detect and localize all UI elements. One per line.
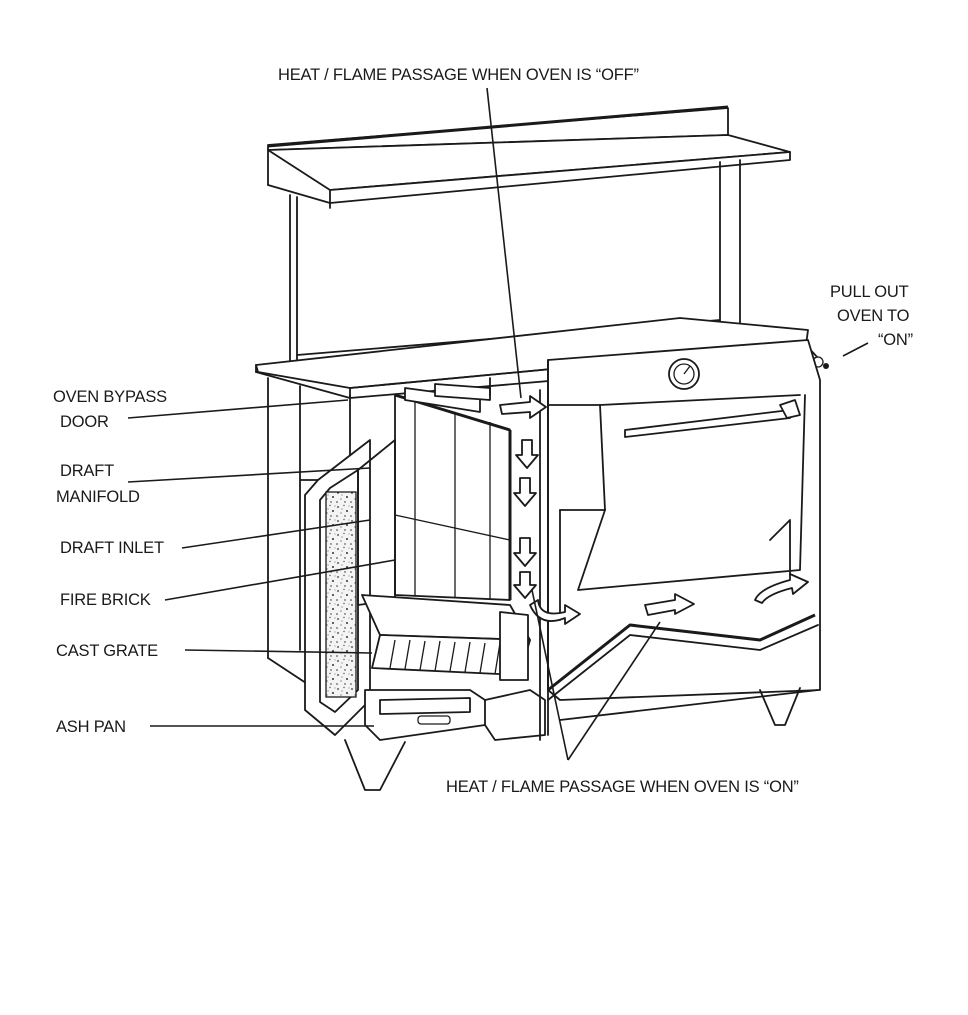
label-draft-manifold-1: DRAFT — [60, 462, 114, 480]
flow-arrow-off — [499, 395, 547, 419]
label-oven-bypass-2: DOOR — [60, 413, 109, 431]
leader-bottom-1 — [531, 589, 569, 761]
left-leg — [344, 739, 406, 791]
leader-lines — [127, 87, 869, 761]
flow-arrow-down-3 — [513, 537, 537, 567]
firebox-shell — [304, 439, 371, 736]
flow-arrow-down-1 — [515, 439, 539, 469]
leader-fire-brick — [164, 559, 396, 601]
leader-draft-manifold — [127, 467, 371, 483]
label-cast-grate: CAST GRATE — [56, 642, 158, 660]
ash-pan — [364, 689, 546, 741]
cook-top — [255, 317, 829, 399]
flow-arrow-oven-top — [779, 399, 801, 419]
flow-arrow-exit — [754, 573, 809, 604]
label-bottom: HEAT / FLAME PASSAGE WHEN OVEN IS “ON” — [446, 778, 799, 796]
leader-pull-out — [842, 342, 869, 357]
label-draft-manifold-2: MANIFOLD — [56, 488, 140, 506]
warming-shelf — [267, 105, 791, 209]
label-oven-bypass-1: OVEN BYPASS — [53, 388, 167, 406]
label-pull-out-1: PULL OUT — [830, 283, 909, 301]
label-fire-brick: FIRE BRICK — [60, 591, 151, 609]
flow-arrow-right — [644, 593, 695, 616]
cast-grate — [361, 594, 531, 681]
fire-brick-wall — [357, 393, 512, 606]
leader-top — [486, 87, 522, 399]
oven-body — [547, 339, 821, 721]
leader-oven-bypass — [127, 399, 349, 419]
leader-draft-inlet — [181, 519, 371, 549]
label-pull-out-2: OVEN TO — [837, 307, 910, 325]
label-draft-inlet: DRAFT INLET — [60, 539, 164, 557]
label-top: HEAT / FLAME PASSAGE WHEN OVEN IS “OFF” — [278, 66, 639, 84]
flow-arrows — [499, 395, 809, 625]
right-leg — [759, 687, 801, 726]
leader-cast-grate — [184, 649, 373, 654]
label-pull-out-3: “ON” — [878, 331, 913, 349]
labels: HEAT / FLAME PASSAGE WHEN OVEN IS “OFF” … — [53, 66, 913, 796]
label-ash-pan: ASH PAN — [56, 718, 126, 736]
flow-arrow-down-2 — [513, 477, 537, 507]
flow-arrow-down-4 — [513, 571, 537, 599]
leader-bottom-2 — [567, 621, 661, 761]
bypass-door — [404, 383, 491, 413]
